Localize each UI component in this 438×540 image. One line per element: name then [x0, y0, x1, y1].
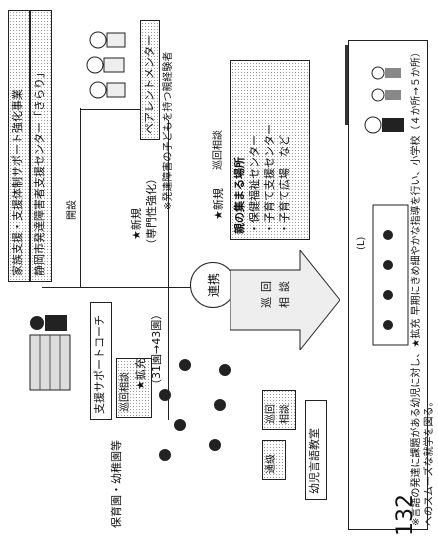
center-name-box: 静岡市発達障害者支援センター「きらり」 [30, 10, 52, 282]
gathering-tag: 巡回相談 [212, 130, 225, 170]
outreach-arrow-label-3: 相 [278, 297, 292, 308]
project-title-box: 家族支援・支援体制サポート強化事業 [8, 10, 30, 282]
parent-mentor-label: ペアレントメンター [143, 35, 156, 134]
gathering-box: 親の集まる場所 ・保健福祉センター ・子育て支援センター ・子育て広場 など [230, 60, 310, 240]
nursery-label: 保育園・幼稚園等 [110, 440, 124, 528]
support-coach-label: 支援サポートコーチ [93, 315, 106, 414]
main-connector [42, 287, 212, 288]
children-playing-icon [140, 330, 250, 480]
school-clock: (L) [355, 237, 368, 250]
kaisetsu-label: 開設 [66, 200, 79, 220]
page-number: 132 [392, 494, 421, 536]
outreach-arrow-label-2: 回 [260, 281, 274, 292]
gathering-title: 親の集まる場所 [233, 66, 248, 234]
speech-tag-1-text: 巡回相談 [266, 404, 291, 424]
speech-tag-2: 通級 [262, 440, 286, 480]
school-building-icon [355, 180, 415, 360]
coach-patrol-tag-text: 巡回相談 [120, 372, 131, 412]
gathering-new: ★新規 [212, 188, 226, 220]
support-coach-box: 支援サポートコーチ [90, 302, 112, 420]
speech-class-box: 幼児言語教室 [305, 400, 327, 500]
gathering-item-2: ・子育て支援センター [263, 66, 278, 234]
speech-tag-1: 巡回相談 [262, 390, 296, 430]
outreach-arrow-label-1: 巡 [260, 297, 274, 308]
gathering-item-1: ・保健福祉センター [248, 66, 263, 234]
support-center-building-icon [10, 300, 80, 400]
parent-mentor-note: ※発達障害の子どもを持つ親経験者 [162, 52, 175, 210]
outreach-arrow-label-4: 談 [278, 281, 292, 292]
gathering-item-3: ・子育て広場 など [278, 66, 293, 234]
family-group-icon [80, 10, 136, 110]
specialist-label: （専門性強化） [145, 173, 159, 250]
speech-tag-2-text: 通級 [266, 454, 277, 474]
bottom-note: ※言語の発達に課題がある幼児に対し、★拡充 早期にきめ細やかな指導を行い、小学校… [410, 46, 436, 526]
speech-class-label: 幼児言語教室 [308, 428, 321, 494]
center-name: 静岡市発達障害者支援センター「きらり」 [33, 67, 46, 276]
project-title: 家族支援・支援体制サポート強化事業 [11, 89, 24, 276]
parent-mentor-box: ペアレントメンター [140, 20, 160, 140]
mentor-connector [80, 108, 81, 288]
hub-label: 連携 [205, 273, 222, 297]
teacher-children-icon [355, 50, 415, 150]
new-label: ★新規 [130, 208, 144, 240]
